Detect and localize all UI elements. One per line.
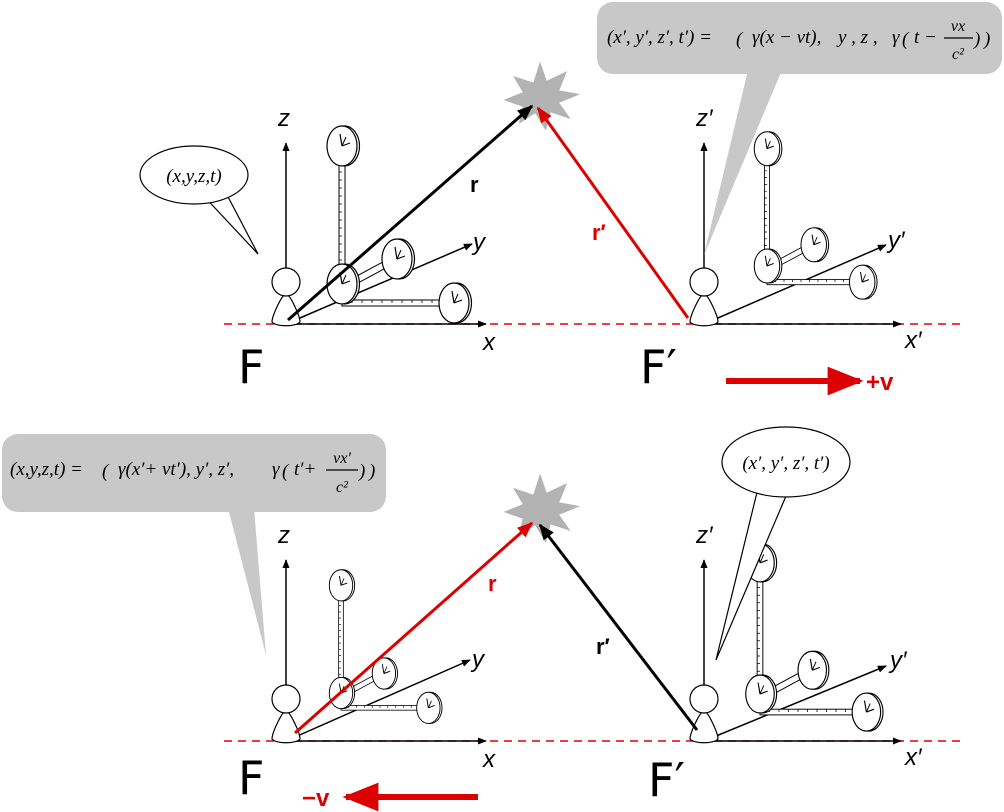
top-panel: x y z F x′ y′ z′ F′ r r′ +v [139, 2, 1002, 396]
top-fp-small-paren-close: ) [973, 29, 980, 50]
bottom-fp-y-label: y′ [888, 647, 908, 674]
top-vector-rp-label: r′ [592, 220, 606, 245]
bottom-frame-fp: x′ y′ z′ F′ [648, 522, 923, 807]
bottom-f-observer [271, 684, 301, 744]
top-fp-callout-frac-num: vx [951, 18, 965, 35]
bottom-f-callout-gamma-term: γ(x′+ vt′), y′, z′, [118, 459, 234, 480]
top-vector-r-label: r [470, 172, 479, 197]
bottom-fp-frame-label: F′ [648, 753, 685, 807]
bottom-f-z-label: z [277, 522, 290, 549]
bottom-fp-observer [689, 684, 719, 744]
bottom-f-callout-t-plus: t′+ [294, 459, 316, 480]
top-f-x-label: x [482, 329, 496, 356]
bottom-f-small-paren-close: ) [358, 461, 365, 482]
bottom-f-callout-frac-den: c² [336, 479, 349, 496]
bottom-f-x-label: x [482, 746, 496, 773]
top-vector-rp [536, 106, 690, 319]
top-fp-y-label: y′ [886, 227, 906, 254]
bottom-f-callout-gamma2: γ [272, 459, 280, 480]
top-vector-r [287, 104, 534, 322]
top-fp-x-label: x′ [904, 327, 923, 354]
top-f-coords: (x,y,z,t) [166, 166, 221, 187]
top-fp-callout-middle: y , z , [836, 27, 878, 48]
bottom-vector-r [294, 521, 534, 735]
bottom-f-y-label: y [470, 646, 486, 673]
top-fp-z-label: z′ [695, 105, 714, 132]
bottom-vector-rp-label: r′ [596, 634, 610, 659]
top-fp-callout-gamma2: γ [892, 27, 900, 48]
bottom-f-small-paren-open: ( [282, 461, 290, 482]
top-f-z-label: z [277, 105, 290, 132]
top-frame-fp: x′ y′ z′ F′ [640, 105, 923, 394]
top-fp-frame-label: F′ [640, 340, 677, 394]
bottom-f-big-paren-open: ( [102, 461, 110, 482]
top-f-y-axis [285, 243, 473, 325]
bottom-vector-r-label: r [488, 571, 497, 596]
bottom-velocity-label: −v [302, 785, 330, 812]
top-fp-callout-t-minus: t − [914, 27, 937, 48]
top-fp-callout-frac-den: c² [952, 46, 965, 63]
top-fp-observer [689, 267, 719, 327]
bottom-f-callout-frac-num: vx′ [333, 450, 351, 467]
top-fp-small-paren-open: ( [902, 29, 910, 50]
top-fp-callout-lhs: (x′, y′, z′, t′) = [607, 27, 712, 48]
bottom-f-frame-label: F [238, 751, 264, 805]
bottom-f-callout-lhs: (x,y,z,t) = [10, 459, 83, 480]
top-frame-f: x y z F [238, 105, 496, 394]
bottom-f-clock-lattice [329, 570, 442, 724]
bottom-f-callout: (x,y,z,t) = ( γ(x′+ vt′), y′, z′, γ ( t′… [2, 434, 386, 655]
bottom-f-y-axis [285, 659, 471, 742]
bottom-fp-y-axis [703, 665, 887, 742]
bottom-panel: x y z F x′ y′ z′ F′ r r′ −v (x,y,z,t) = … [2, 426, 962, 812]
bottom-fp-clock-lattice [746, 544, 883, 731]
bottom-event-star [500, 470, 584, 546]
top-f-y-label: y [471, 229, 487, 256]
bottom-frame-f: x y z F [238, 522, 496, 805]
top-velocity-label: +v [866, 369, 894, 396]
top-f-clock-lattice [327, 126, 472, 323]
top-f-observer [271, 267, 301, 327]
top-fp-callout-gamma-term: γ(x − vt), [752, 27, 821, 48]
bottom-f-big-paren-close: ) [368, 461, 375, 482]
bottom-fp-x-label: x′ [904, 744, 923, 771]
bottom-fp-z-label: z′ [695, 522, 714, 549]
top-fp-clock-lattice [754, 132, 877, 299]
bottom-fp-speech-bubble: (x′, y′, z′, t′) [715, 426, 851, 661]
top-f-speech-bubble: (x,y,z,t) [139, 145, 259, 255]
bottom-vector-rp [538, 523, 699, 731]
top-fp-big-paren-open: ( [736, 29, 744, 50]
top-f-frame-label: F [238, 340, 264, 394]
top-fp-big-paren-close: ) [983, 29, 990, 50]
top-fp-callout: (x′, y′, z′, t′) = ( γ(x − vt), y , z , … [597, 2, 1002, 255]
bottom-fp-coords: (x′, y′, z′, t′) [742, 453, 829, 474]
